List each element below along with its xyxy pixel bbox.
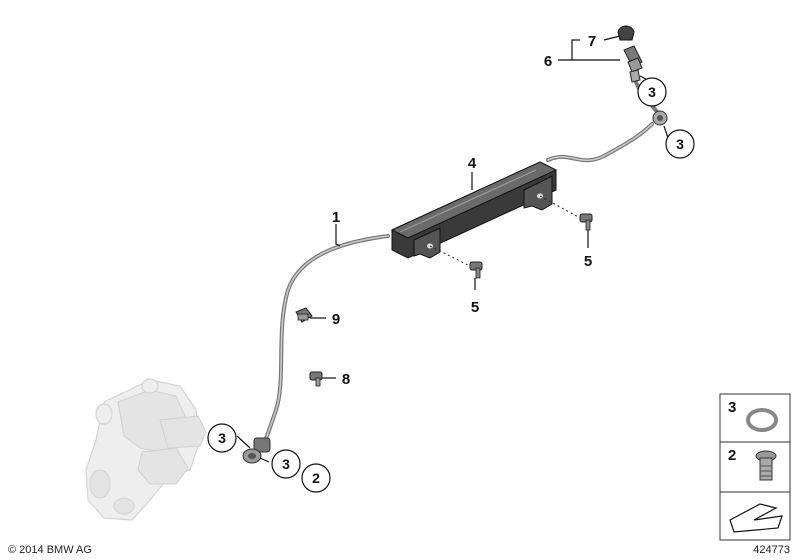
callout-top-banjo: 3 xyxy=(665,129,695,159)
copyright-text: © 2014 BMW AG xyxy=(8,544,92,556)
svg-text:3: 3 xyxy=(218,430,226,446)
label-bleeder-set: 6 xyxy=(544,53,552,70)
screw-9 xyxy=(295,307,313,323)
banjo-bolt-icon xyxy=(755,450,777,481)
diagram-number: 424773 xyxy=(753,544,790,556)
label-bolt-left: 5 xyxy=(471,299,479,316)
arrow-icon xyxy=(729,503,783,533)
brake-line-rail xyxy=(390,161,558,259)
label-rail: 4 xyxy=(468,155,477,172)
callout-bottom-bolt: 2 xyxy=(301,463,331,493)
label-screw-9: 9 xyxy=(332,311,340,328)
legend-banjo-bolt-number: 2 xyxy=(728,447,736,464)
label-hose: 1 xyxy=(332,209,340,226)
callout-top-union: 3 xyxy=(637,77,667,107)
legend-panel: 3 2 xyxy=(719,393,791,541)
callout-caliper: 3 xyxy=(207,423,237,453)
svg-text:2: 2 xyxy=(312,470,320,486)
svg-text:3: 3 xyxy=(282,456,290,472)
brake-hose xyxy=(260,234,390,450)
dust-cap xyxy=(617,25,635,41)
screw-8 xyxy=(309,371,323,387)
lower-banjo-fitting xyxy=(242,437,271,464)
label-screw-8: 8 xyxy=(342,371,350,388)
label-cap: 7 xyxy=(588,33,596,50)
legend-washer-number: 3 xyxy=(728,399,736,416)
brake-caliper-ghost xyxy=(85,378,207,521)
rail-bolt-left xyxy=(429,245,483,279)
label-bolt-right: 5 xyxy=(584,253,592,270)
svg-text:3: 3 xyxy=(648,84,656,100)
bleeder-screw xyxy=(623,45,643,83)
callout-bottom-banjo: 3 xyxy=(271,449,301,479)
washer-icon xyxy=(746,408,778,432)
svg-text:3: 3 xyxy=(676,136,684,152)
